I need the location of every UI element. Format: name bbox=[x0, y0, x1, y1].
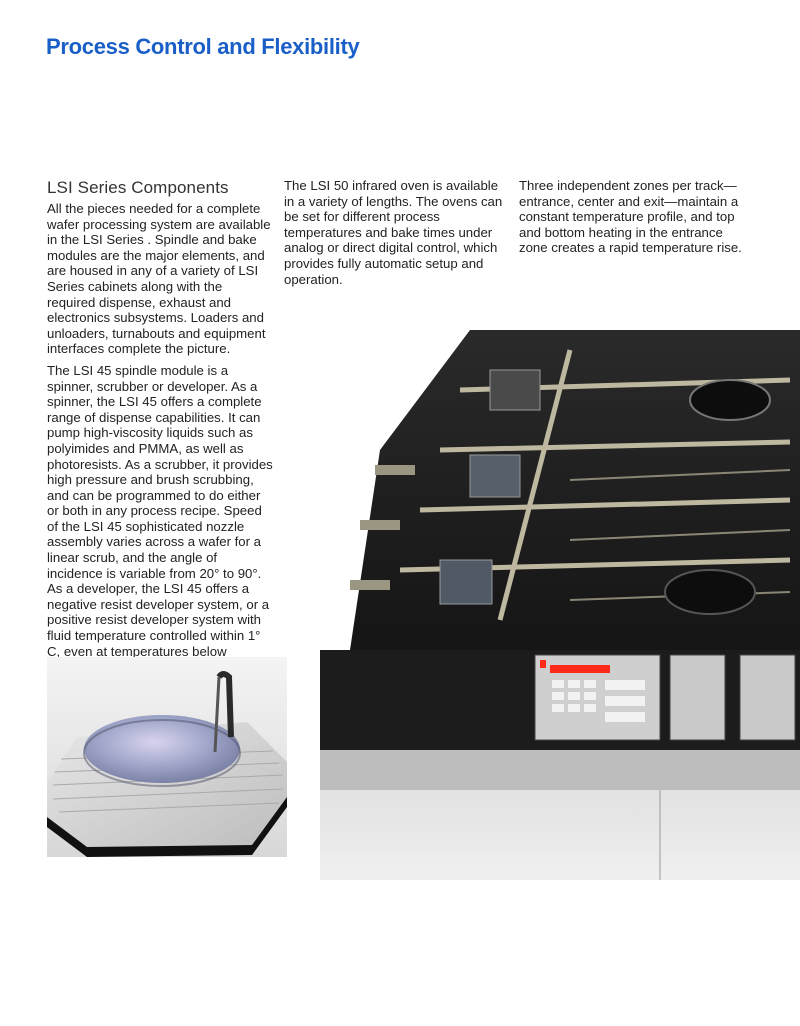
text-column-1: All the pieces needed for a complete waf… bbox=[47, 201, 273, 681]
paragraph-lsi50-oven: The LSI 50 infrared oven is available in… bbox=[284, 178, 503, 287]
text-column-3: Three independent zones per track—entran… bbox=[519, 178, 745, 262]
section-heading: LSI Series Components bbox=[47, 178, 229, 197]
paragraph-components-overview: All the pieces needed for a complete waf… bbox=[47, 201, 271, 357]
paragraph-oven-zones: Three independent zones per track—entran… bbox=[519, 178, 742, 256]
text-column-2: The LSI 50 infrared oven is available in… bbox=[284, 178, 506, 293]
paragraph-lsi45-spindle: The LSI 45 spindle module is a spinner, … bbox=[47, 362, 273, 674]
page-title: Process Control and Flexibility bbox=[46, 34, 360, 59]
wafer-spindle-photo bbox=[47, 657, 287, 857]
lsi-track-equipment-photo bbox=[320, 330, 800, 880]
